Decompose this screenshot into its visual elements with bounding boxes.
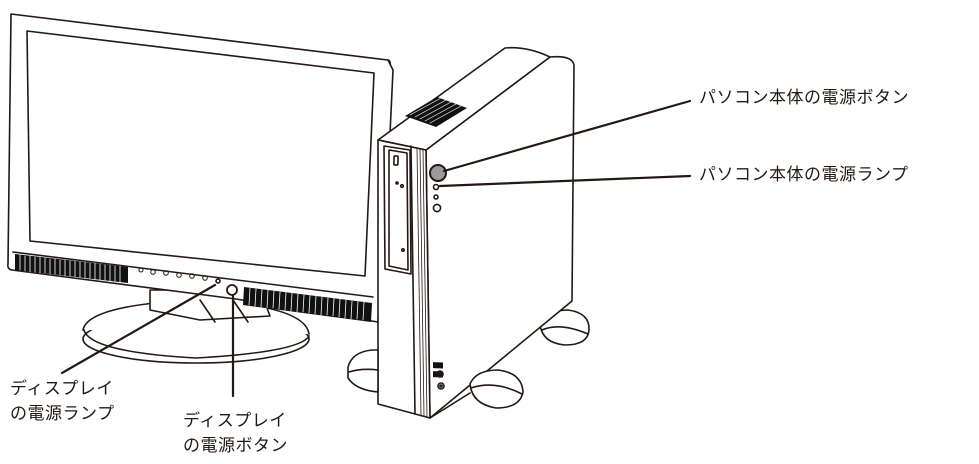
monitor	[8, 14, 393, 363]
label-display-power-lamp-line1: ディスプレイ	[10, 378, 114, 401]
monitor-screen	[27, 31, 374, 276]
label-display-power-button-line2: の電源ボタン	[183, 435, 288, 458]
label-display-power-lamp-line2: の電源ランプ	[10, 403, 115, 426]
pc-foot-front-right	[470, 370, 523, 408]
label-pc-power-button: パソコン本体の電源ボタン	[699, 87, 909, 110]
pc-power-button[interactable]	[430, 165, 446, 181]
label-pc-power-lamp: パソコン本体の電源ランプ	[699, 164, 909, 187]
label-display-power-button-line1: ディスプレイ	[183, 410, 287, 433]
